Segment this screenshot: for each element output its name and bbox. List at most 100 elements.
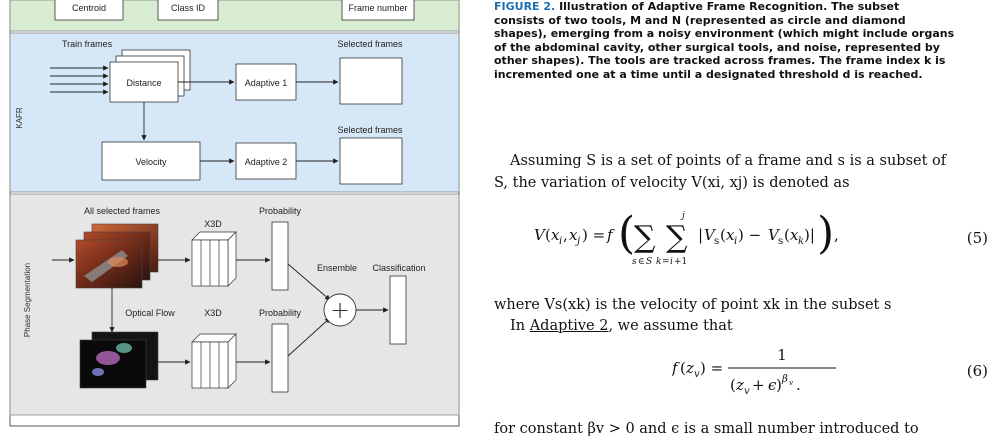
caption-line-5: other shapes). The tools are tracked acr… [494, 54, 946, 67]
selected-frames-box-1 [339, 57, 403, 105]
svg-text:s: s [714, 236, 719, 247]
svg-text:,: , [563, 226, 568, 244]
svg-text:v: v [789, 379, 793, 387]
caption-line-6: incremented one at a time until a design… [494, 67, 923, 81]
equation-5-render: V ( x i , x j ) = f ( ∑ s ∈ S ∑ j k = i … [534, 208, 839, 267]
svg-text:V: V [534, 226, 547, 244]
svg-text:) =: ) = [700, 359, 723, 377]
caption-line-2: consists of two tools, M and N (represen… [494, 13, 906, 27]
probability-label-bottom: Probability [259, 308, 302, 318]
svg-text:S: S [646, 257, 652, 267]
paragraph-1-line-1: Assuming S is a set of points of a frame… [510, 153, 947, 169]
text-column: FIGURE 2. Illustration of Adaptive Frame… [494, 0, 994, 444]
svg-text:f: f [672, 359, 680, 377]
svg-text:1: 1 [777, 346, 787, 364]
classification-label: Classification [372, 263, 425, 273]
svg-text:=: = [662, 257, 670, 267]
train-frames-label: Train frames [62, 39, 113, 49]
svg-text:∑: ∑ [666, 220, 688, 255]
adaptive-2-link[interactable]: Adaptive 2 [529, 318, 609, 334]
figure-caption: FIGURE 2. Illustration of Adaptive Frame… [494, 0, 994, 81]
svg-text:) −: ) − [738, 226, 761, 244]
selected-frames-label-1: Selected frames [337, 39, 403, 49]
equation-5: V ( x i , x j ) = f ( ∑ s ∈ S ∑ j k = i … [494, 208, 994, 268]
svg-text:β: β [781, 374, 788, 385]
classification-bar [389, 275, 407, 345]
svg-text:i: i [734, 236, 737, 247]
svg-text:(: ( [680, 359, 686, 377]
svg-text:i: i [670, 257, 673, 267]
distance-label: Distance [126, 78, 161, 88]
x3d-block-top [191, 231, 237, 287]
all-selected-frames-label: All selected frames [84, 206, 161, 216]
svg-text:): ) [776, 376, 782, 394]
svg-text:.: . [796, 376, 801, 394]
svg-text:j: j [680, 211, 685, 221]
svg-text:x: x [569, 226, 578, 244]
svg-text:x: x [790, 226, 799, 244]
where-line: where Vs(xk) is the velocity of point xk… [494, 297, 892, 313]
svg-text:z: z [685, 359, 694, 377]
kafr-section-label: KAFR [15, 107, 24, 129]
optical-flow-label: Optical Flow [125, 308, 175, 318]
svg-text:ϵ: ϵ [768, 376, 777, 394]
surgical-tissue-highlight [108, 257, 128, 267]
ensemble-plus-symbol: + [330, 296, 350, 324]
probability-bar-top [271, 221, 289, 291]
caption-line-4: of the abdominal cavity, other surgical … [494, 40, 940, 54]
optical-flow-blob-3 [92, 368, 104, 376]
last-line: for constant βv > 0 and ϵ is a small num… [494, 421, 919, 437]
in-adaptive-prefix: In [510, 318, 530, 334]
svg-text:z: z [735, 376, 744, 394]
svg-text:x: x [551, 226, 560, 244]
x3d-label-top: X3D [204, 219, 222, 229]
svg-text:i: i [559, 236, 562, 247]
probability-label-top: Probability [259, 206, 302, 216]
caption-line-1-text: Illustration of Adaptive Frame Recogniti… [559, 0, 900, 13]
svg-text:+1: +1 [674, 257, 687, 267]
in-adaptive-line: In Adaptive 2, we assume that [510, 315, 1004, 337]
svg-text:k: k [656, 257, 661, 267]
svg-text:(: ( [545, 226, 551, 244]
svg-text:(: ( [720, 226, 726, 244]
svg-text:V: V [768, 226, 781, 244]
svg-text:(: ( [784, 226, 790, 244]
probability-bottom-to-ensemble-arrow [287, 317, 331, 357]
svg-text:): ) [817, 208, 834, 259]
class-id-box [157, 0, 219, 21]
x3d-block-bottom [191, 333, 237, 389]
svg-text:s: s [632, 257, 637, 267]
svg-text:s: s [778, 236, 783, 247]
phase-section-label: Phase Segmentation [23, 263, 32, 337]
optical-flow-blob-2 [116, 343, 132, 353]
adaptive1-label: Adaptive 1 [245, 78, 288, 88]
selected-frames-label-2: Selected frames [337, 125, 403, 135]
svg-text:(: ( [618, 208, 635, 259]
velocity-box [101, 141, 201, 181]
svg-text:V: V [704, 226, 717, 244]
frame-number-box [341, 0, 415, 21]
equation-6: f ( z v ) = 1 ( z v + ϵ ) β v . (6) [494, 340, 994, 400]
probability-top-to-ensemble-arrow [287, 263, 331, 301]
paragraph-1-line-2: S, the variation of velocity V(xi, xj) i… [494, 175, 850, 191]
svg-text:|: | [698, 226, 703, 244]
equation-5-number: (5) [966, 229, 988, 247]
svg-text:∑: ∑ [634, 220, 656, 255]
frame-number-label: Frame number [348, 3, 407, 13]
optical-flow-blob-1 [96, 351, 120, 365]
caption-label: FIGURE 2. [494, 0, 556, 13]
svg-text:f: f [606, 226, 615, 244]
svg-text:(: ( [730, 376, 736, 394]
svg-text:v: v [744, 386, 750, 397]
selected-frames-box-2 [339, 137, 403, 185]
adaptive2-label: Adaptive 2 [245, 157, 288, 167]
centroid-label: Centroid [72, 3, 106, 13]
caption-line-1: FIGURE 2. Illustration of Adaptive Frame… [494, 0, 994, 14]
ensemble-label: Ensemble [317, 263, 357, 273]
svg-text:k: k [798, 236, 804, 247]
svg-text:∈: ∈ [638, 257, 645, 267]
probability-bar-bottom [271, 323, 289, 393]
svg-text:j: j [575, 236, 580, 247]
x3d-label-bottom: X3D [204, 308, 222, 318]
equation-6-render: f ( z v ) = 1 ( z v + ϵ ) β v . [672, 346, 836, 397]
